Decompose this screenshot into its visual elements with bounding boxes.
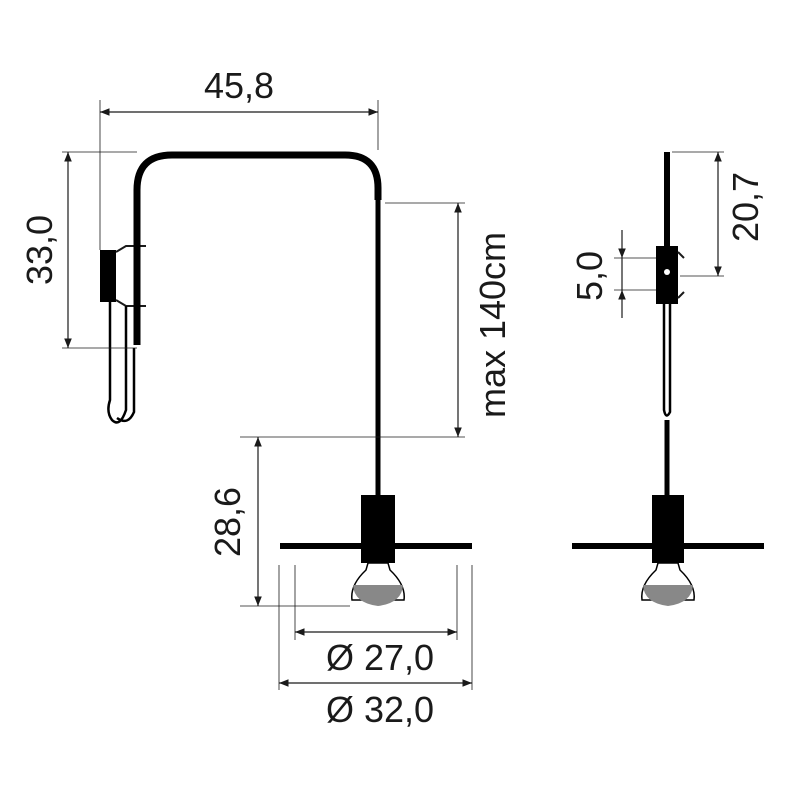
side-bracket-screw <box>664 269 670 275</box>
cord-loop <box>107 250 128 424</box>
label-bracket-height: 5,0 <box>569 251 610 301</box>
front-dimensions: 45,8 33,0 max 140cm 28,6 Ø 27,0 Ø 32,0 <box>19 65 513 730</box>
side-socket <box>652 495 684 563</box>
front-view <box>100 151 472 606</box>
label-arm-width: 45,8 <box>204 65 274 106</box>
side-dimensions: 20,7 5,0 <box>569 151 766 318</box>
lamp-socket <box>361 495 395 563</box>
lamp-shade <box>280 543 472 549</box>
cord-loop-inner <box>116 348 136 423</box>
label-inner-diameter: Ø 27,0 <box>326 637 434 678</box>
side-view <box>572 152 764 606</box>
label-cable-length: max 140cm <box>472 232 513 418</box>
label-side-height: 20,7 <box>725 172 766 242</box>
bulb-lower-half <box>353 585 403 606</box>
bracket-clamp <box>115 245 146 307</box>
support-arm <box>133 151 382 345</box>
label-arm-height: 33,0 <box>19 215 60 285</box>
side-shade <box>572 543 764 549</box>
side-bulb-lower-half <box>643 585 693 606</box>
wall-bracket <box>100 250 116 302</box>
side-cord <box>662 304 672 417</box>
label-lamp-height: 28,6 <box>207 487 248 557</box>
label-outer-diameter: Ø 32,0 <box>326 689 434 730</box>
